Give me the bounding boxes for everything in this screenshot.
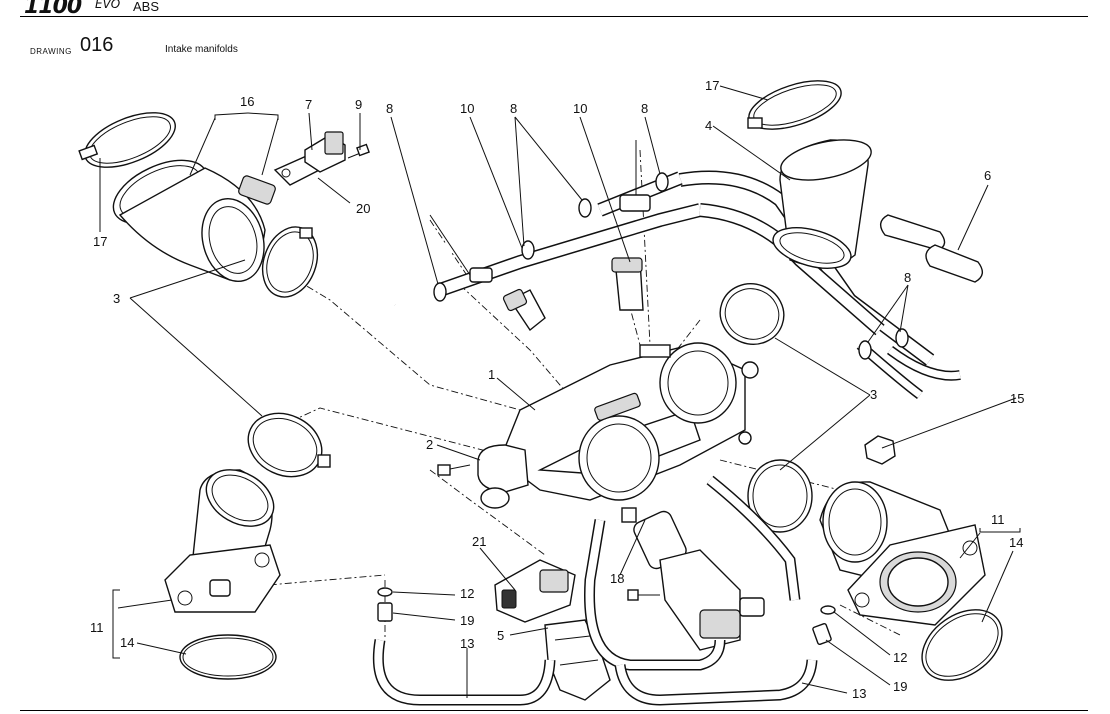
callout-14-left: 14 [120, 635, 134, 650]
intake-duct-4 [772, 139, 872, 269]
o-ring-14-right [921, 609, 1003, 681]
callout-16: 16 [240, 94, 254, 109]
hose-clamp-17-left [78, 112, 176, 168]
callout-19-right: 19 [893, 679, 907, 694]
bottom-rule [20, 710, 1088, 711]
callout-1: 1 [488, 367, 495, 382]
throttle-body-1 [499, 342, 759, 501]
hoses-13 [372, 475, 818, 706]
callout-11-left: 11 [90, 620, 104, 635]
hose-sleeves-6 [880, 214, 983, 283]
model-variant: ABS [133, 0, 160, 14]
clamp-3-lower-right [747, 459, 813, 533]
model-logo: 1100 [24, 0, 82, 19]
callout-3-left: 3 [113, 291, 120, 306]
model-logo-sup: EVO [95, 0, 121, 11]
drawing-title: Intake manifolds [165, 44, 238, 55]
callout-12-right: 12 [893, 650, 907, 665]
clamp-3-lower-left [247, 412, 331, 478]
callout-19-left: 19 [460, 613, 474, 628]
callout-8-a: 8 [386, 101, 393, 116]
callout-12-left: 12 [460, 586, 474, 601]
callout-11-right: 11 [991, 512, 1005, 527]
o-ring-14-left [179, 634, 277, 680]
small-clamps-8 [433, 172, 909, 360]
callout-13-right: 13 [852, 686, 866, 701]
callout-5: 5 [497, 628, 504, 643]
callout-8-b: 8 [510, 101, 517, 116]
pressure-sensor-7 [304, 131, 346, 173]
callout-15: 15 [1010, 391, 1024, 406]
callout-labels: 16 7 9 20 17 3 8 10 8 10 8 17 4 6 8 1 3 … [90, 78, 1024, 701]
callout-17-right: 17 [705, 78, 719, 93]
callout-8-c: 8 [641, 101, 648, 116]
t-fittings-10 [429, 140, 651, 283]
fuel-injectors [502, 257, 644, 332]
page-header: 1100 EVO ABS [0, 0, 1110, 18]
clamp-3-upper-right [719, 283, 785, 345]
callout-10-b: 10 [573, 101, 587, 116]
callout-2: 2 [426, 437, 433, 452]
callout-21: 21 [472, 534, 486, 549]
callout-3-right: 3 [870, 387, 877, 402]
top-rule [20, 16, 1088, 17]
intake-manifold-11-left [164, 469, 281, 613]
map-sensor-21 [494, 559, 576, 623]
callout-13-left: 13 [460, 636, 474, 651]
callout-17-left: 17 [93, 234, 107, 249]
plug-15 [864, 435, 896, 465]
callout-14-right: 14 [1009, 535, 1023, 550]
leader-lines [99, 85, 1021, 698]
clamp-3-upper-left [261, 226, 319, 298]
throttle-position-sensor-2 [437, 444, 529, 509]
idle-valve-18 [621, 507, 765, 651]
callout-7: 7 [305, 97, 312, 112]
callout-20: 20 [356, 201, 370, 216]
callout-10-a: 10 [460, 101, 474, 116]
callout-4: 4 [705, 118, 712, 133]
bracket-5 [544, 619, 611, 701]
callout-18: 18 [610, 571, 624, 586]
drawing-number: 016 [80, 34, 114, 56]
screw-9 [347, 143, 370, 159]
callout-8-d: 8 [904, 270, 911, 285]
washers-12-fittings-19 [377, 587, 836, 645]
callout-9: 9 [355, 97, 362, 112]
hose-clamp-17-right [747, 80, 842, 130]
intake-duct-16 [112, 159, 276, 283]
callout-6: 6 [984, 168, 991, 183]
intake-manifold-11-right [819, 481, 986, 626]
drawing-label: DRAWING [30, 47, 72, 56]
